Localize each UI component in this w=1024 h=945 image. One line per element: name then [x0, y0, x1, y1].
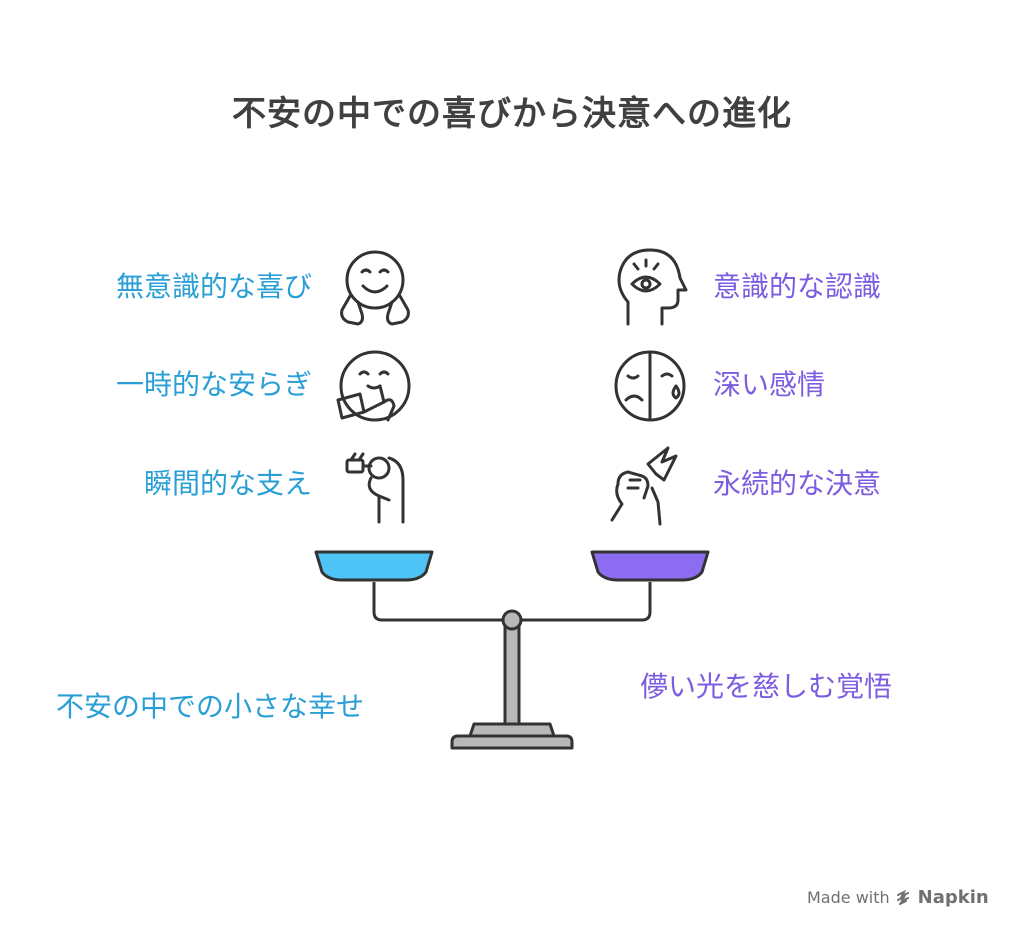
happy-face-hands-icon [340, 250, 410, 326]
face-with-book-icon [336, 350, 411, 422]
right-summary: 儚い光を慈しむ覚悟 [640, 670, 893, 703]
napkin-brand: Napkin [917, 887, 989, 908]
right-item-conscious-awareness: 意識的な認識 [713, 270, 882, 303]
footer-attribution: Made with Napkin [807, 887, 989, 908]
page-title: 不安の中での喜びから決意への進化 [232, 94, 792, 134]
right-item-lasting-resolve: 永続的な決意 [713, 467, 882, 500]
left-item-temporary-peace: 一時的な安らぎ [115, 368, 312, 401]
made-with-label: Made with [807, 888, 890, 907]
fist-lightning-icon [610, 446, 678, 526]
half-sad-face-icon [614, 350, 686, 422]
hand-holding-plug-icon [345, 452, 405, 524]
left-item-unconscious-joy: 無意識的な喜び [115, 270, 312, 303]
right-pan [590, 550, 710, 582]
right-item-deep-emotion: 深い感情 [713, 368, 826, 401]
left-item-momentary-support: 瞬間的な支え [143, 467, 312, 500]
left-pan [314, 550, 434, 582]
napkin-logo-icon [896, 889, 909, 905]
head-with-eye-icon [617, 248, 688, 326]
scale-stand [450, 609, 574, 750]
left-summary: 不安の中での小さな幸せ [56, 690, 365, 723]
